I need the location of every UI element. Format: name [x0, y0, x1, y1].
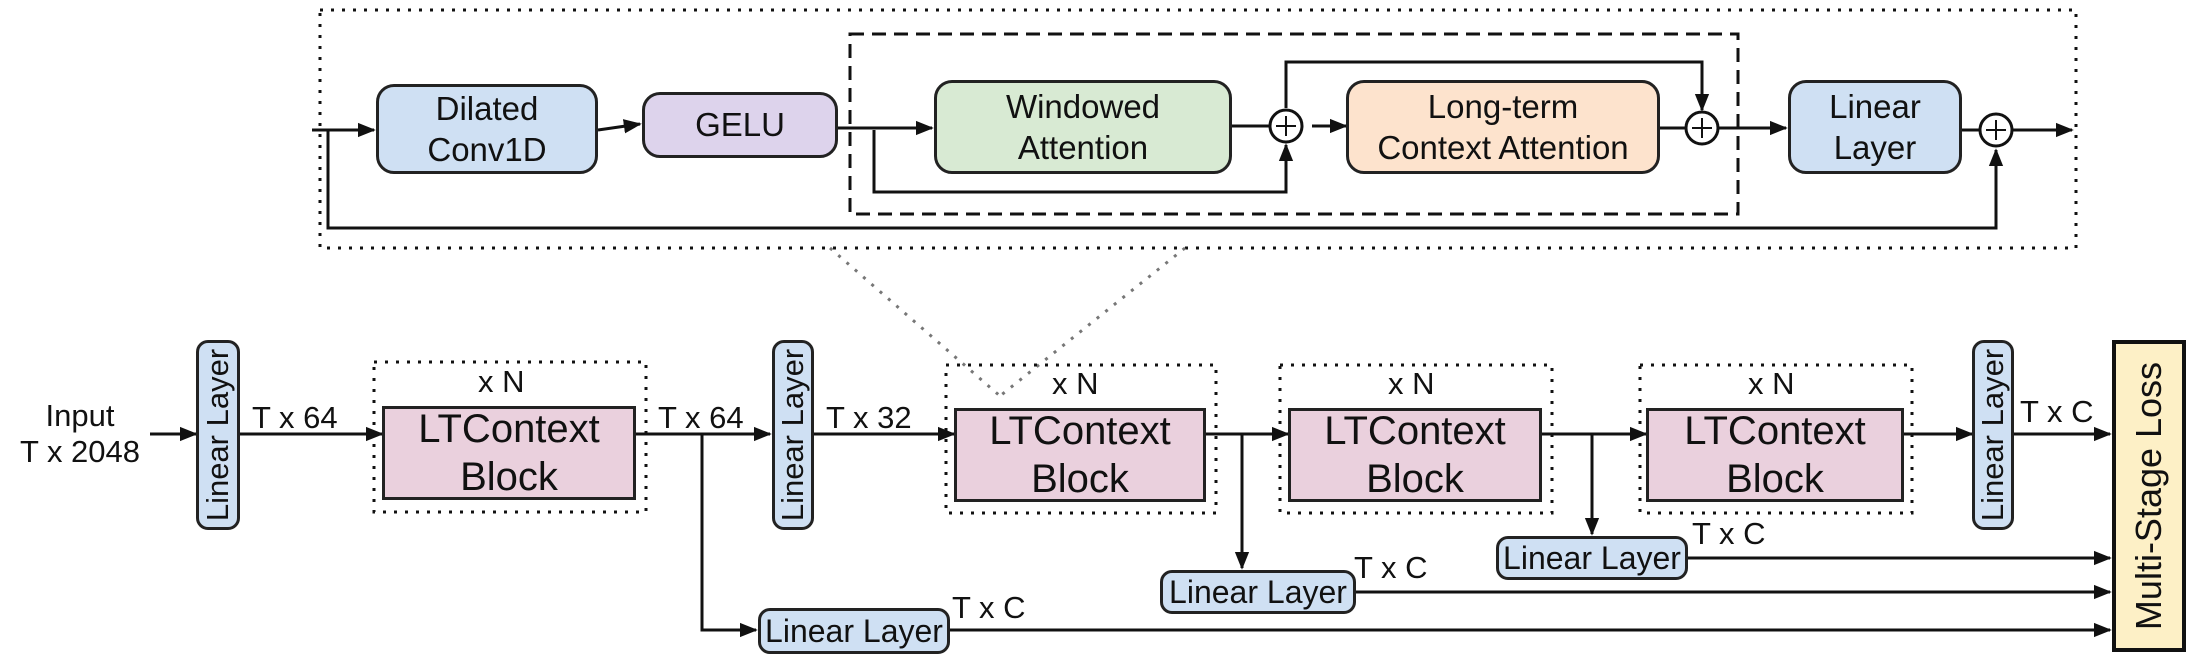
- input-label: Input T x 2048: [0, 398, 160, 469]
- attention-dashed-frame: [848, 32, 1740, 216]
- dim-label-3: T x 32: [826, 400, 912, 435]
- stage-dim-label-2: T x C: [1354, 550, 1428, 585]
- repeat-label-1: x N: [478, 364, 525, 399]
- multi-stage-loss-label: Multi-Stage Loss: [2128, 361, 2169, 631]
- ltcontext-block-3: LTContext Block: [1288, 408, 1542, 502]
- stage-dim-label-3: T x C: [1692, 516, 1766, 551]
- ltcontext-block-4: LTContext Block: [1646, 408, 1904, 502]
- stage-linear-layer-3: Linear Layer: [1496, 536, 1688, 580]
- repeat-label-4: x N: [1748, 366, 1795, 401]
- repeat-label-2: x N: [1052, 366, 1099, 401]
- dim-label-1: T x 64: [252, 400, 338, 435]
- dim-label-final: T x C: [2020, 394, 2094, 429]
- windowed-attention-box: Windowed Attention: [934, 80, 1232, 174]
- stage-linear-layer-1: Linear Layer: [758, 608, 950, 654]
- linear-layer-2-label: Linear Layer: [775, 348, 810, 522]
- dilated-conv1d-box: Dilated Conv1D: [376, 84, 598, 174]
- zoom-frame: [318, 8, 2078, 250]
- stage-dim-label-1: T x C: [952, 590, 1026, 625]
- linear-layer-1-label: Linear Layer: [200, 348, 235, 522]
- linear-layer-2: Linear Layer: [772, 340, 814, 530]
- multi-stage-loss-box: Multi-Stage Loss: [2112, 340, 2186, 652]
- dim-label-2: T x 64: [658, 400, 744, 435]
- repeat-label-3: x N: [1388, 366, 1435, 401]
- zoom-line-left: [829, 246, 1001, 398]
- ltcontext-block-2: LTContext Block: [954, 408, 1206, 502]
- gelu-box: GELU: [642, 92, 838, 158]
- linear-layer-1: Linear Layer: [196, 340, 240, 530]
- linear-layer-final: Linear Layer: [1972, 340, 2014, 530]
- top-linear-layer-box: Linear Layer: [1788, 80, 1962, 174]
- stage-linear-layer-2: Linear Layer: [1160, 570, 1356, 614]
- input-title: Input: [45, 398, 115, 433]
- linear-layer-final-label: Linear Layer: [1975, 348, 2010, 522]
- ltcontext-block-1: LTContext Block: [382, 406, 636, 500]
- input-shape: T x 2048: [19, 433, 141, 469]
- long-term-attention-box: Long-term Context Attention: [1346, 80, 1660, 174]
